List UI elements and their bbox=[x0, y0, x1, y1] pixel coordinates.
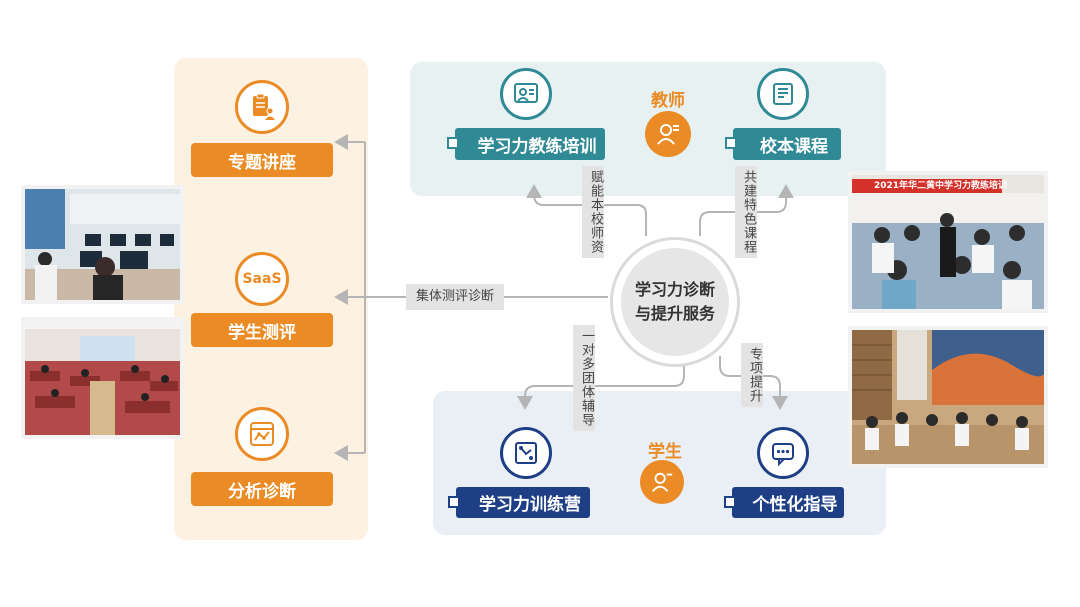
chat-bubble-icon bbox=[757, 427, 809, 479]
training-camp-icon bbox=[500, 427, 552, 479]
training-camp-label: 学习力训练营 bbox=[479, 495, 581, 515]
coach-training-button[interactable]: 学习力教练培训 bbox=[447, 128, 605, 160]
school-curriculum-label: 校本课程 bbox=[760, 136, 828, 157]
auditorium-photo bbox=[21, 317, 184, 439]
computer-lab-photo bbox=[21, 185, 184, 304]
student-avatar-icon bbox=[640, 460, 684, 504]
teacher-avatar-icon bbox=[645, 111, 691, 157]
analysis-chart-icon bbox=[235, 407, 289, 461]
analysis-label: 分析诊断 bbox=[228, 481, 296, 502]
book-icon bbox=[757, 68, 809, 120]
photo-banner-text: 2021年华二黄中学习力教练培训 bbox=[874, 181, 1008, 191]
saas-icon-text: SaaS bbox=[242, 271, 282, 287]
student-activity-photo bbox=[848, 326, 1048, 468]
checkbox-icon bbox=[447, 137, 459, 149]
checkbox-icon bbox=[448, 495, 460, 508]
empower-teachers-tag: 赋能本校师资 bbox=[582, 166, 604, 258]
personal-guidance-label: 个性化指导 bbox=[752, 495, 838, 515]
group-coaching-tag: 一对多团体辅导 bbox=[573, 325, 595, 431]
special-improvement-tag: 专项提升 bbox=[741, 343, 763, 407]
training-camp-button[interactable]: 学习力训练营 bbox=[448, 487, 590, 518]
school-curriculum-button[interactable]: 校本课程 bbox=[725, 128, 841, 160]
analysis-button[interactable]: 分析诊断 bbox=[191, 472, 333, 506]
coach-training-label: 学习力教练培训 bbox=[477, 136, 597, 157]
teacher-role-label: 教师 bbox=[651, 91, 685, 111]
checkbox-icon bbox=[724, 495, 736, 508]
co-build-curriculum-tag: 共建特色课程 bbox=[735, 166, 757, 258]
center-service-circle: 学习力诊断 与提升服务 bbox=[610, 237, 740, 367]
personal-guidance-button[interactable]: 个性化指导 bbox=[724, 487, 844, 518]
teacher-training-icon bbox=[500, 68, 552, 120]
teacher-training-photo: 2021年华二黄中学习力教练培训 bbox=[848, 171, 1048, 313]
center-title-line1: 学习力诊断 bbox=[634, 280, 715, 299]
center-title-line2: 与提升服务 bbox=[634, 304, 715, 323]
group-assessment-tag: 集体测评诊断 bbox=[406, 284, 505, 310]
student-assessment-label: 学生测评 bbox=[228, 322, 296, 343]
student-assessment-button[interactable]: 学生测评 bbox=[191, 313, 333, 347]
report-person-icon bbox=[235, 80, 289, 134]
student-role-label: 学生 bbox=[648, 442, 682, 462]
checkbox-icon bbox=[725, 137, 737, 149]
lecture-label: 专题讲座 bbox=[228, 152, 296, 173]
lecture-button[interactable]: 专题讲座 bbox=[191, 143, 333, 177]
saas-icon: SaaS bbox=[235, 252, 289, 306]
